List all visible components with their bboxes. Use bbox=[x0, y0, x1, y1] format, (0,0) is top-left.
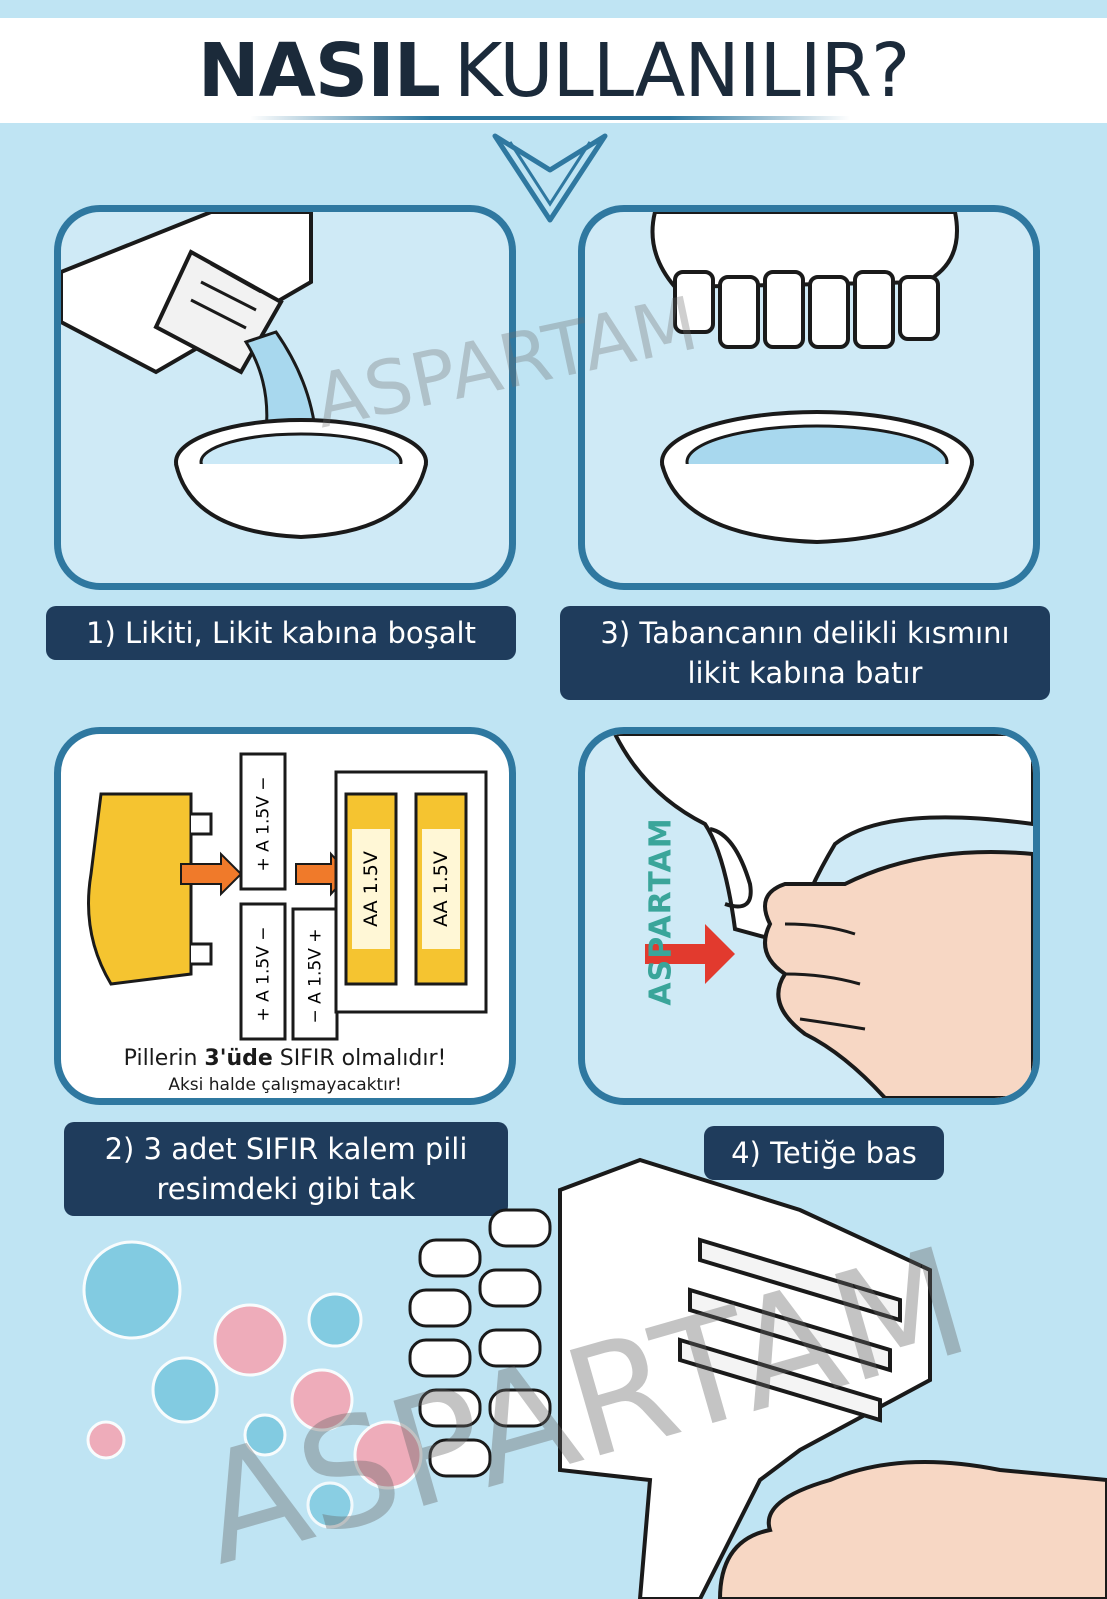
brand-vertical: ASPARTAM bbox=[643, 817, 679, 1006]
step2-panel: Pillerin 3'üde SIFIR olmalıdır! Aksi hal… bbox=[54, 727, 516, 1105]
dip-gun-illustration bbox=[650, 212, 974, 545]
step3-caption-line2: likit kabına batır bbox=[687, 656, 923, 690]
title-bold: NASIL bbox=[197, 27, 441, 114]
battery-warning: Pillerin 3'üde SIFIR olmalıdır! bbox=[61, 1046, 509, 1071]
battery-label-1-box: + A 1.5V − bbox=[241, 756, 285, 891]
bubble bbox=[86, 1420, 126, 1460]
battery-label-2: + A 1.5V − bbox=[253, 926, 273, 1021]
step3-caption: 3) Tabancanın delikli kısmını likit kabı… bbox=[560, 606, 1050, 700]
bubble bbox=[82, 1240, 182, 1340]
battery-label-4: AA 1.5V bbox=[360, 851, 382, 927]
bubble bbox=[306, 1481, 354, 1529]
battery-install-illustration bbox=[87, 752, 488, 1041]
bubble bbox=[243, 1413, 287, 1457]
step2-caption-line2: resimdeki gibi tak bbox=[156, 1172, 416, 1206]
step4-caption-text: 4) Tetiğe bas bbox=[731, 1136, 917, 1170]
bubble bbox=[151, 1356, 219, 1424]
battery-label-5: AA 1.5V bbox=[430, 851, 452, 927]
battery-label-1: + A 1.5V − bbox=[253, 776, 273, 871]
step1-panel bbox=[54, 205, 516, 590]
bubble bbox=[213, 1303, 287, 1377]
step4-caption: 4) Tetiğe bas bbox=[704, 1126, 944, 1180]
step1-caption-text: 1) Likiti, Likit kabına boşalt bbox=[86, 616, 476, 650]
title-normal: KULLANILIR? bbox=[453, 27, 910, 114]
header-underline bbox=[250, 116, 850, 120]
step3-panel bbox=[578, 205, 1040, 590]
battery-label-2-box: + A 1.5V − bbox=[241, 906, 285, 1041]
arrow-right-icon bbox=[645, 924, 735, 984]
battery-label-3: − A 1.5V + bbox=[305, 928, 325, 1024]
step1-caption: 1) Likiti, Likit kabına boşalt bbox=[46, 606, 516, 660]
bubble-gun-illustration bbox=[82, 1157, 1107, 1599]
bubble bbox=[307, 1292, 363, 1348]
arrow-right-icon bbox=[180, 851, 243, 897]
battery-label-4-box: AA 1.5V bbox=[346, 794, 396, 984]
battery-label-5-box: AA 1.5V bbox=[416, 794, 466, 984]
pour-liquid-illustration bbox=[61, 212, 428, 540]
battery-warning-line2: Aksi halde çalışmayacaktır! bbox=[168, 1075, 402, 1095]
warning-suffix: SIFIR olmalıdır! bbox=[272, 1046, 447, 1071]
bubble bbox=[353, 1420, 423, 1490]
warning-prefix: Pillerin bbox=[123, 1046, 205, 1071]
battery-label-3-box: − A 1.5V + bbox=[293, 911, 337, 1041]
step4-panel: ASPARTAM bbox=[578, 727, 1040, 1105]
warning-bold: 3'üde bbox=[204, 1046, 273, 1071]
press-trigger-illustration bbox=[612, 734, 1033, 1098]
step2-caption: 2) 3 adet SIFIR kalem pili resimdeki gib… bbox=[64, 1122, 508, 1216]
step3-caption-line1: 3) Tabancanın delikli kısmını bbox=[600, 616, 1010, 650]
chevron-down-icon bbox=[492, 133, 608, 223]
step2-caption-line1: 2) 3 adet SIFIR kalem pili bbox=[104, 1132, 468, 1166]
bubble bbox=[290, 1368, 354, 1432]
